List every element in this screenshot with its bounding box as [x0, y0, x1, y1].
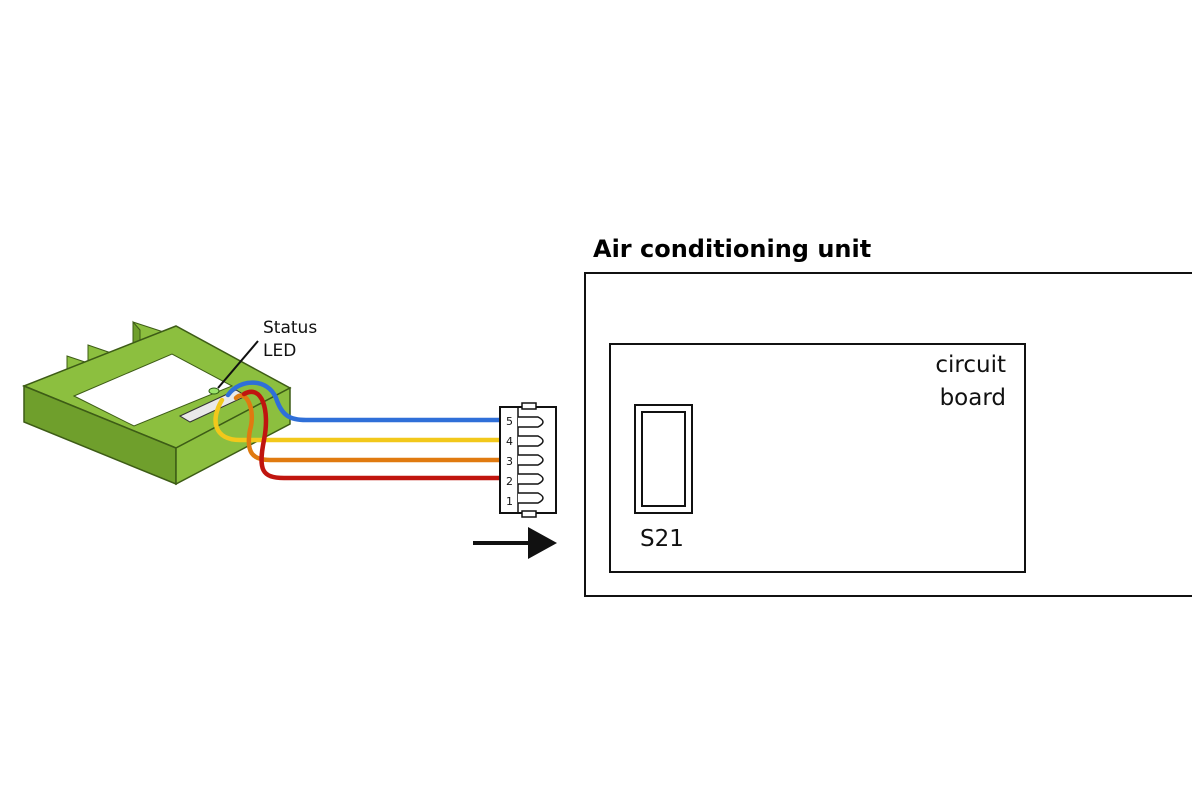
connector-plug: 5 4 3 2 1 [499, 402, 557, 518]
plug-pins [518, 416, 544, 504]
wire-red [241, 389, 503, 481]
board-label-line1: circuit [935, 352, 1006, 378]
pin-slot [518, 473, 544, 485]
pin-slot [518, 454, 544, 466]
socket-label: S21 [640, 526, 684, 552]
led-label-line1: Status [263, 318, 317, 338]
arrow-right-icon [473, 527, 557, 559]
plug-latch [521, 402, 537, 410]
pin-slot [518, 435, 544, 447]
unit-title: Air conditioning unit [593, 235, 871, 263]
pin-number-1: 1 [506, 495, 513, 508]
plug-latch [521, 510, 537, 518]
wire-blue [225, 380, 503, 423]
wire-bundle [213, 380, 503, 481]
led-pointer-line [217, 340, 259, 389]
pin-slot [518, 492, 544, 504]
module-label [72, 353, 234, 427]
wifi-module [21, 320, 292, 486]
led-label-line2: LED [263, 341, 296, 361]
pin-number-5: 5 [506, 415, 513, 428]
pin-slot [518, 416, 544, 428]
pin-number-3: 3 [506, 455, 513, 468]
status-led [208, 387, 220, 395]
board-label-line2: board [940, 385, 1006, 411]
pin-number-4: 4 [506, 435, 513, 448]
s21-socket-inner [641, 411, 686, 507]
wire-yellow [213, 397, 503, 443]
pin-number-2: 2 [506, 475, 513, 488]
unit-outline [584, 272, 1192, 597]
